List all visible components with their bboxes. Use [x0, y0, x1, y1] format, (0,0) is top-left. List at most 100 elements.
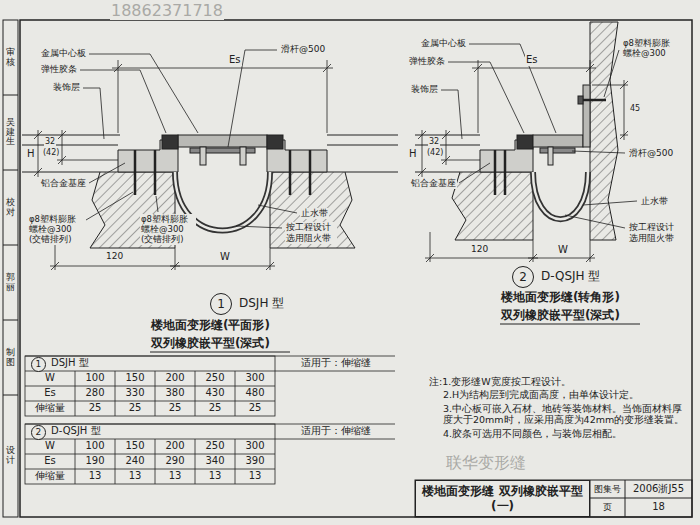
- caption-underline: [500, 324, 640, 325]
- title-block-text: 页: [590, 498, 625, 516]
- dimension-line: [426, 254, 434, 262]
- dimension-line: [474, 64, 482, 72]
- table-cell: W: [25, 372, 75, 384]
- anchor-bolt: [134, 150, 137, 195]
- floor-layer-line: [345, 172, 398, 173]
- part-label: W: [219, 251, 231, 263]
- part-label: (42): [426, 148, 444, 158]
- table-cell: 480: [235, 387, 275, 399]
- dimension-line: [50, 266, 180, 267]
- dimension-line: [418, 168, 426, 176]
- waterstop: [533, 172, 588, 219]
- signature-cell: 制图: [6, 348, 15, 368]
- table-header: 适用于：伸缩缝: [300, 425, 372, 437]
- note-text: 2.H为结构层到完成面高度，由单体设计定。: [442, 389, 690, 400]
- dimension-line: [478, 60, 479, 133]
- sheet-frame: [3, 20, 18, 517]
- part-label: φ8塑料膨胀 螺栓@300 (交错排列): [140, 214, 196, 245]
- leader-line: [604, 50, 619, 97]
- dimension-line: [171, 262, 179, 270]
- table-cell: Es: [25, 387, 75, 399]
- dimension-line: [58, 131, 66, 139]
- part-label: 铝合金基座: [410, 178, 457, 189]
- floor-layer-line: [22, 135, 120, 136]
- leader-line: [236, 226, 282, 228]
- floor-layer-line: [22, 135, 480, 172]
- joint-device: [200, 147, 206, 165]
- dimension-line: [528, 258, 595, 259]
- anchor-bolt: [154, 150, 157, 195]
- joint-device: [178, 135, 267, 147]
- part-label: H: [26, 148, 36, 160]
- watermark: 联华变形缝: [445, 453, 527, 472]
- floor-layer-line: [415, 135, 480, 136]
- table-cell: Es: [25, 455, 75, 467]
- table-cell: 150: [115, 440, 155, 452]
- concrete-section: [452, 172, 533, 240]
- leader-line: [583, 201, 637, 205]
- table-grid: [25, 401, 275, 402]
- dimension-line: [323, 64, 331, 72]
- caption-underline: [150, 352, 290, 353]
- part-label: 120: [105, 251, 124, 262]
- part-label: 弹性胶条: [408, 56, 446, 67]
- number-circle: 1: [210, 293, 232, 315]
- anchor-bolt: [578, 96, 583, 104]
- dimension-line: [57, 160, 118, 161]
- table-cell: 伸缩量: [25, 470, 75, 482]
- table-cell: 150: [115, 372, 155, 384]
- table-cell: 25: [195, 402, 235, 414]
- table-grid: [25, 371, 395, 372]
- part-label: 止水带: [640, 196, 669, 207]
- title-box: 楼地面变形缝 双列橡胶嵌平型(一): [415, 480, 590, 517]
- table-cell: 100: [75, 372, 115, 384]
- number-circle: 1: [31, 357, 46, 372]
- table-grid: [115, 371, 116, 416]
- signature-cell: 设计: [6, 446, 15, 466]
- dimension-line: [34, 131, 42, 139]
- part-label: 金属中心板: [40, 48, 87, 59]
- leader-line: [228, 50, 277, 147]
- table-grid: [25, 356, 395, 484]
- part-label: 按工程设计 选用阻火带: [285, 222, 337, 244]
- part-label: 止水带: [300, 208, 329, 219]
- table-cell: 330: [115, 387, 155, 399]
- dimension-line: [34, 168, 42, 176]
- part-label: 滑杆@500: [628, 148, 674, 159]
- table-grid: [25, 356, 275, 416]
- figure-caption: 楼地面变形缝(转角形): [500, 290, 621, 304]
- part-label: 45: [629, 104, 641, 114]
- sheet-frame: [3, 170, 18, 171]
- dimension-line: [590, 60, 591, 84]
- table-cell: 300: [235, 440, 275, 452]
- floor-layer-line: [22, 172, 100, 173]
- figure-caption: DSJH 型: [238, 296, 285, 310]
- title-block-text: 图集号: [590, 480, 625, 498]
- sheet-frame: [3, 245, 18, 246]
- joint-device: [540, 148, 575, 153]
- table-cell: W: [25, 440, 75, 452]
- table-cell: 13: [195, 470, 235, 482]
- table-grid: [75, 439, 76, 484]
- anchor-bolt: [289, 150, 292, 195]
- leader-line: [565, 215, 625, 228]
- figure-caption: 楼地面变形缝(平面形): [150, 318, 271, 332]
- sheet-frame: [3, 95, 18, 96]
- floor-layer-line: [327, 135, 398, 136]
- table-cell: 300: [235, 372, 275, 384]
- part-label: 装饰层: [410, 84, 439, 95]
- signature-cell: 校对: [6, 198, 15, 218]
- dimension-line: [586, 254, 594, 262]
- title-block-text: 2006浙J55: [625, 480, 692, 498]
- floor-layer-line: [415, 145, 480, 146]
- dimension-line: [620, 131, 628, 139]
- table-cell: 25: [75, 402, 115, 414]
- floor-layer-line: [327, 145, 398, 146]
- part-label: φ8塑料膨胀 螺栓@300 (交错排列): [28, 214, 84, 245]
- anchor-bolt: [583, 99, 606, 102]
- circle-number: 2: [36, 427, 42, 438]
- table-grid: [25, 439, 395, 440]
- note-text: 注:1.变形缝W宽度按工程设计。: [428, 376, 690, 387]
